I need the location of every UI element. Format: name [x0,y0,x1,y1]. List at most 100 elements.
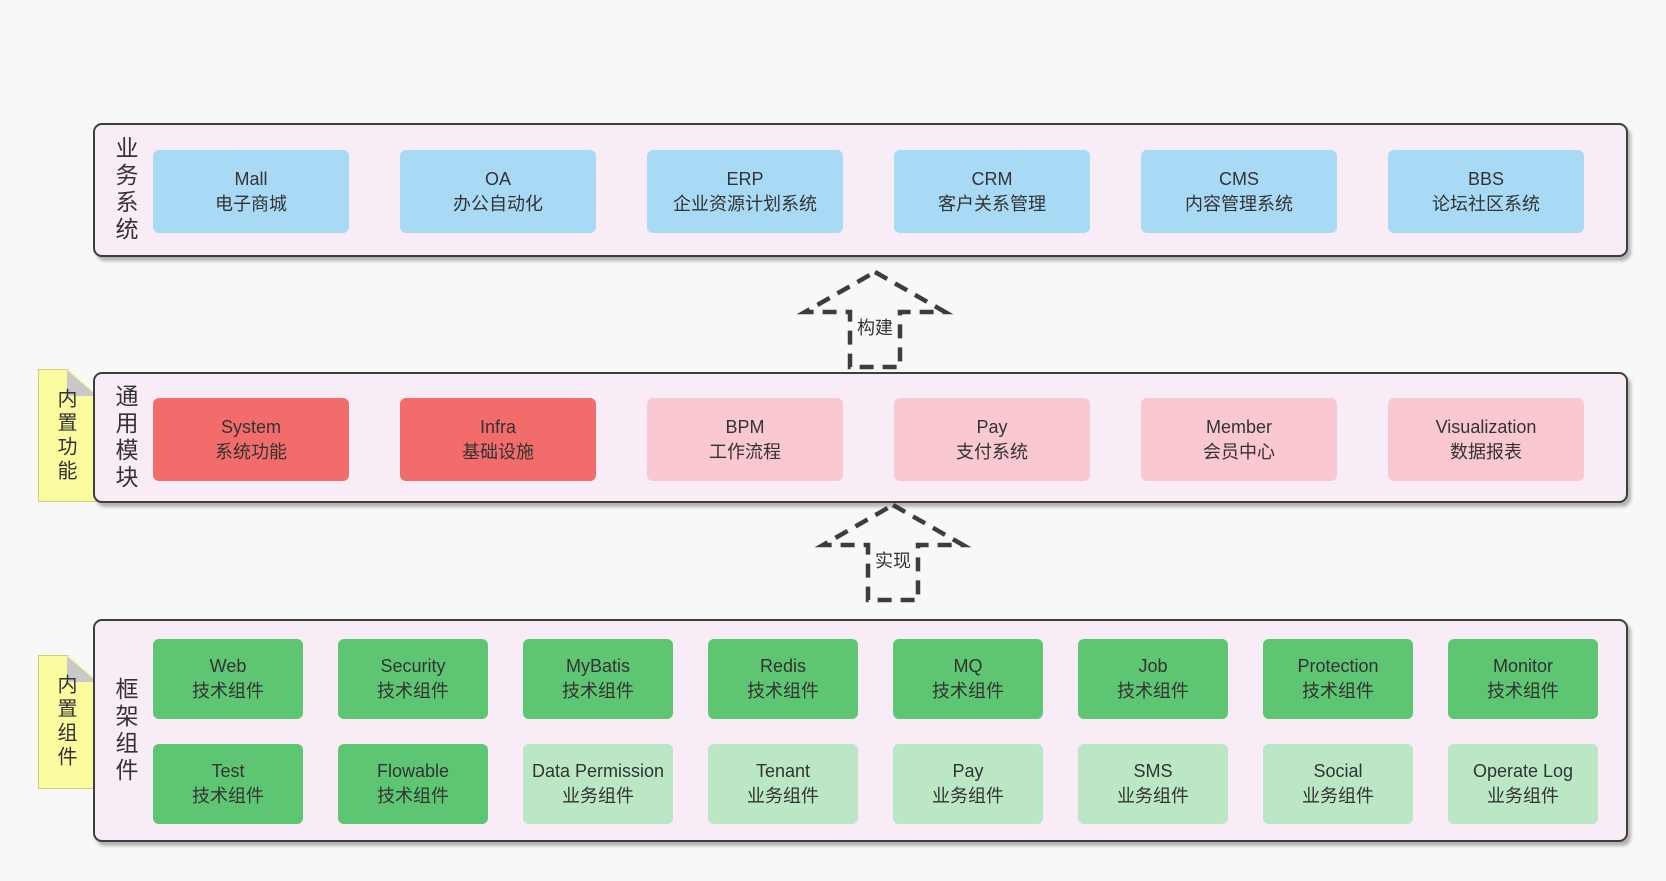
box-desc: 内容管理系统 [1185,193,1293,214]
box-job: Job 技术组件 [1078,639,1228,719]
dashed-up-arrow-icon [814,502,972,603]
box-crm: CRM 客户关系管理 [894,150,1090,233]
box-desc: 技术组件 [192,786,264,806]
box-flowable: Flowable 技术组件 [338,744,488,824]
box-desc: 客户关系管理 [938,193,1046,214]
dashed-up-arrow-icon [796,269,954,370]
box-desc: 技术组件 [192,681,264,701]
layer-framework-components: 框架组件 Web 技术组件 Security 技术组件 MyBatis 技术组件… [93,619,1628,842]
box-desc: 技术组件 [377,681,449,701]
box-desc: 论坛社区系统 [1432,193,1540,214]
box-desc: 基础设施 [462,441,534,462]
layer-title-vertical: 框架组件 [112,676,138,785]
box-monitor: Monitor 技术组件 [1448,639,1598,719]
box-desc: 技术组件 [1302,681,1374,701]
box-mybatis: MyBatis 技术组件 [523,639,673,719]
box-desc: 会员中心 [1203,441,1275,462]
box-name: Operate Log [1472,761,1574,781]
box-name: BPM [725,416,765,437]
box-desc: 电子商城 [215,193,287,214]
box-protection: Protection 技术组件 [1263,639,1413,719]
box-name: SMS [1133,761,1173,781]
box-name: Mall [234,168,268,189]
box-name: System [220,416,281,437]
box-infra: Infra 基础设施 [400,398,596,481]
box-web: Web 技术组件 [153,639,303,719]
layer-common-modules: 通用模块 System 系统功能 Infra 基础设施 BPM 工作流程 Pay… [93,372,1628,503]
box-sms: SMS 业务组件 [1078,744,1228,824]
box-bpm: BPM 工作流程 [647,398,843,481]
box-desc: 企业资源计划系统 [673,193,817,214]
box-mall: Mall 电子商城 [153,150,349,233]
box-cms: CMS 内容管理系统 [1141,150,1337,233]
box-name: ERP [726,168,764,189]
arrow-label: 实现 [872,547,914,573]
box-name: Data Permission [531,761,665,781]
sticky-note-builtin-features: 内置功能 [38,369,98,502]
box-name: Social [1313,761,1363,781]
box-desc: 技术组件 [932,681,1004,701]
arrow-implement: 实现 [813,501,973,605]
box-name: Monitor [1492,656,1554,676]
box-desc: 业务组件 [932,786,1004,806]
box-erp: ERP 企业资源计划系统 [647,150,843,233]
box-name: Protection [1297,656,1379,676]
box-visualization: Visualization 数据报表 [1388,398,1584,481]
box-name: Flowable [376,761,450,781]
box-redis: Redis 技术组件 [708,639,858,719]
box-oa: OA 办公自动化 [400,150,596,233]
box-desc: 业务组件 [747,786,819,806]
layer-title-vertical: 业务系统 [112,136,138,244]
box-name: Pay [952,761,984,781]
box-desc: 办公自动化 [453,193,543,214]
box-desc: 业务组件 [1487,786,1559,806]
box-test: Test 技术组件 [153,744,303,824]
box-name: Redis [759,656,807,676]
box-desc: 业务组件 [1117,786,1189,806]
box-member: Member 会员中心 [1141,398,1337,481]
box-mq: MQ 技术组件 [893,639,1043,719]
box-desc: 业务组件 [1302,786,1374,806]
box-name: Tenant [755,761,811,781]
box-name: Test [211,761,245,781]
sticky-note-label: 内置功能 [54,387,76,484]
box-name: Web [209,656,247,676]
box-desc: 技术组件 [377,786,449,806]
box-desc: 数据报表 [1450,441,1522,462]
sticky-note-label: 内置组件 [54,674,76,770]
box-desc: 业务组件 [562,786,634,806]
box-name: Security [380,656,446,676]
box-desc: 工作流程 [709,441,781,462]
box-name: BBS [1467,168,1505,189]
box-name: MQ [953,656,983,676]
box-name: CMS [1219,168,1259,189]
arrow-label: 构建 [854,314,896,340]
box-name: Member [1205,416,1272,437]
layer-title-vertical: 通用模块 [112,383,138,492]
box-name: Pay [976,416,1008,437]
box-name: Infra [479,416,517,437]
box-system: System 系统功能 [153,398,349,481]
box-name: CRM [971,168,1013,189]
box-desc: 系统功能 [215,441,287,462]
box-bbs: BBS 论坛社区系统 [1388,150,1584,233]
box-desc: 技术组件 [1117,681,1189,701]
box-desc: 技术组件 [562,681,634,701]
box-pay: Pay 支付系统 [894,398,1090,481]
box-desc: 技术组件 [747,681,819,701]
box-name: Visualization [1435,416,1537,437]
box-name: OA [484,168,511,189]
arrow-build: 构建 [795,268,955,372]
box-desc: 支付系统 [956,441,1028,462]
layer-business-systems: 业务系统 Mall 电子商城 OA 办公自动化 ERP 企业资源计划系统 CRM… [93,123,1628,257]
box-desc: 技术组件 [1487,681,1559,701]
sticky-note-builtin-components: 内置组件 [38,655,98,789]
box-tenant: Tenant 业务组件 [708,744,858,824]
box-security: Security 技术组件 [338,639,488,719]
box-data-permission: Data Permission 业务组件 [523,744,673,824]
box-name: MyBatis [565,656,630,676]
box-name: Job [1138,656,1168,676]
box-social: Social 业务组件 [1263,744,1413,824]
box-pay-biz: Pay 业务组件 [893,744,1043,824]
